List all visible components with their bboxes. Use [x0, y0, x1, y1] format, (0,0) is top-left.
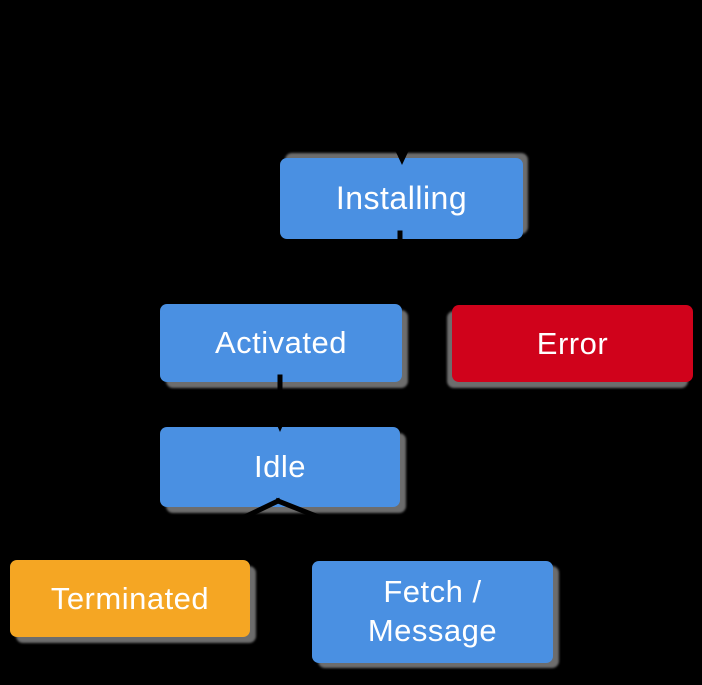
node-idle-label: Idle: [254, 449, 306, 484]
node-installing: Installing: [280, 158, 523, 239]
node-fetch-message: Fetch / Message: [312, 561, 553, 663]
node-activated-label: Activated: [214, 325, 347, 360]
node-activated: Activated: [160, 304, 402, 382]
node-terminated: Terminated: [10, 560, 250, 637]
edge-idle-terminated: [161, 497, 282, 559]
node-installing-label: Installing: [335, 180, 468, 216]
node-fetch-message-label: Fetch / Message: [367, 574, 498, 648]
node-terminated-label: Terminated: [50, 580, 210, 616]
edge-idle-fetch-message: [274, 497, 424, 561]
edge-installing-activated: [306, 230, 403, 302]
node-error: Error: [452, 305, 693, 382]
node-idle: Idle: [160, 427, 400, 507]
edge-installing-error: [397, 269, 563, 302]
node-error-label: Error: [536, 325, 609, 361]
